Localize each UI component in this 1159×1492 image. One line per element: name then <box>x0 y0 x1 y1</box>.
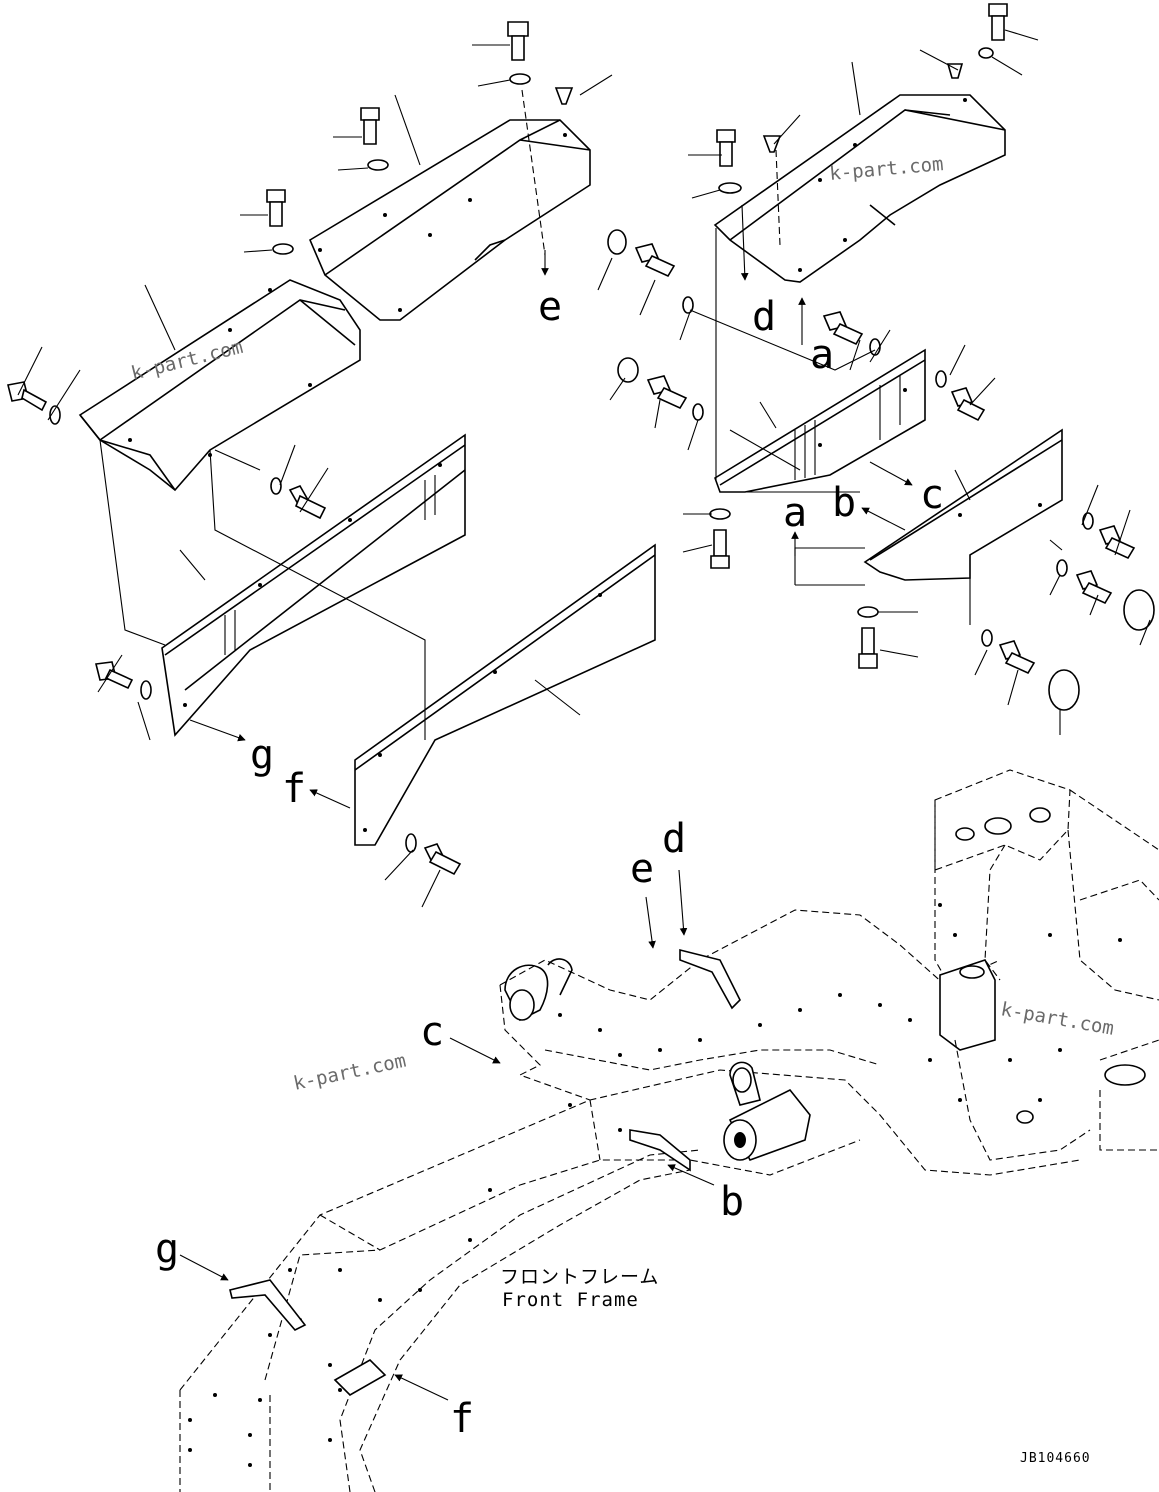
callout-d-upper: d <box>752 294 776 340</box>
left-guide-lines <box>99 89 546 740</box>
left-lower-cover <box>78 279 361 492</box>
callout-d-frame: d <box>662 816 686 862</box>
left-leader-lines <box>17 44 613 908</box>
watermark-3: k-part.com <box>291 1050 407 1095</box>
front-frame <box>179 769 1159 1492</box>
watermark-4: k-part.com <box>999 998 1115 1040</box>
left-callout-arrows <box>189 250 549 809</box>
callout-f-upper: f <box>282 766 306 812</box>
left-bolts <box>7 21 574 876</box>
callout-a-lower: a <box>783 490 807 536</box>
frame-caption-japanese: フロントフレーム <box>500 1266 659 1288</box>
frame-caption-english: Front Frame <box>502 1289 639 1311</box>
left-upper-cover <box>308 119 591 321</box>
callout-a-upper: a <box>810 332 834 378</box>
right-inner-side-panel <box>714 348 926 493</box>
drawing-code: JB104660 <box>1020 1451 1091 1466</box>
left-outer-side-panel <box>354 543 656 846</box>
callout-g-upper: g <box>250 732 274 778</box>
callout-g-frame: g <box>155 1226 179 1272</box>
callout-f-frame: f <box>450 1396 474 1442</box>
callout-e-frame: e <box>630 846 654 892</box>
right-guide-lines <box>689 149 1063 625</box>
callout-e-upper: e <box>538 284 562 330</box>
right-callout-arrows <box>740 204 913 556</box>
frame-callout-arrows <box>179 869 715 1401</box>
callout-c-upper: c <box>920 472 944 518</box>
right-outer-side-panel <box>863 428 1063 581</box>
callout-c-frame: c <box>420 1009 444 1055</box>
right-bolts <box>607 3 1155 711</box>
right-leader-lines <box>597 29 1151 735</box>
callout-b-upper: b <box>832 480 856 526</box>
left-inner-side-panel <box>161 433 466 737</box>
right-top-cover <box>713 94 1006 283</box>
callout-b-frame: b <box>720 1179 744 1225</box>
